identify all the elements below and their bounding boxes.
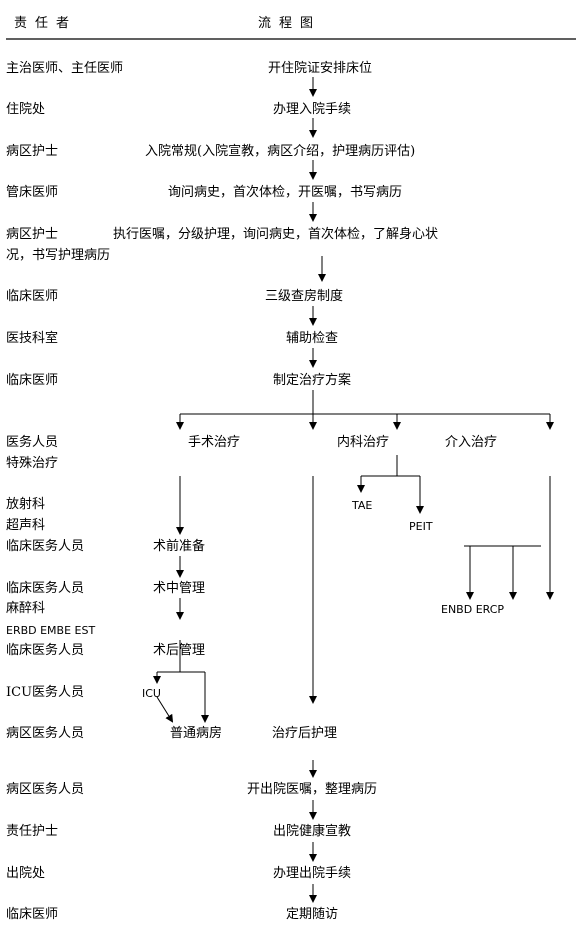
icu-to-ward xyxy=(156,696,174,723)
step-post-op: 术后管理 xyxy=(153,643,206,658)
step-auxiliary-exam: 辅助检查 xyxy=(285,331,339,346)
role-clinical-staff-2: 临床医务人员 xyxy=(6,581,85,596)
role-ward-staff: 病区医务人员 xyxy=(6,726,85,741)
role-special-treatment: 特殊治疗 xyxy=(6,456,59,471)
role-bed-physician: 管床医师 xyxy=(6,185,59,200)
role-responsible-nurse: 责任护士 xyxy=(6,824,59,839)
role-clinical-physician-2: 临床医师 xyxy=(6,373,59,388)
node-general-ward: 普通病房 xyxy=(170,726,223,741)
role-medical-staff: 医务人员 xyxy=(6,435,59,450)
step-nursing-line2: 况，书写护理病历 xyxy=(6,248,111,263)
role-discharge-office: 出院处 xyxy=(6,866,46,881)
step-admission-routine: 入院常规(入院宣教，病区介绍，护理病历评估) xyxy=(145,144,416,159)
role-clinical-staff-3: 临床医务人员 xyxy=(6,643,85,658)
step-admission-card: 开住院证安排床位 xyxy=(267,61,373,76)
step-post-treatment-care: 治疗后护理 xyxy=(272,726,338,741)
role-anesthesia: 麻醉科 xyxy=(6,601,46,616)
role-radiology: 放射科 xyxy=(6,497,46,512)
role-erbd-embe-est: ERBD EMBE EST xyxy=(6,624,96,637)
step-discharge-education: 出院健康宣教 xyxy=(272,824,352,839)
step-intra-op: 术中管理 xyxy=(153,581,206,596)
step-discharge-procedure: 办理出院手续 xyxy=(272,866,352,881)
role-ward-staff-2: 病区医务人员 xyxy=(6,782,85,797)
step-discharge-orders: 开出院医嘱，整理病历 xyxy=(246,782,378,797)
step-nursing-line1: 执行医嘱，分级护理，询问病史，首次体检，了解身心状 xyxy=(113,227,439,242)
role-attending-chief: 主治医师、主任医师 xyxy=(6,61,124,76)
node-icu: ICU xyxy=(142,687,161,700)
step-admission-procedure: 办理入院手续 xyxy=(272,102,352,117)
step-followup: 定期随访 xyxy=(285,907,339,922)
role-admissions-office: 住院处 xyxy=(6,102,46,117)
role-clinical-physician-3: 临床医师 xyxy=(6,907,59,922)
role-icu-staff: ICU医务人员 xyxy=(6,685,85,700)
role-clinical-physician: 临床医师 xyxy=(6,289,59,304)
role-ward-nurse: 病区护士 xyxy=(6,144,59,159)
step-ward-rounds: 三级查房制度 xyxy=(264,289,344,304)
branch-surgery: 手术治疗 xyxy=(188,435,241,450)
role-ultrasound: 超声科 xyxy=(6,518,46,533)
node-tae: TAE xyxy=(352,499,373,512)
node-enbd-ercp: ENBD ERCP xyxy=(441,603,505,616)
step-treatment-plan: 制定治疗方案 xyxy=(272,373,352,388)
header-role-column: 责任者 xyxy=(14,16,78,31)
node-peit: PEIT xyxy=(409,520,433,533)
role-clinical-staff: 临床医务人员 xyxy=(6,539,85,554)
role-ward-nurse-2: 病区护士 xyxy=(6,227,59,242)
step-pre-op: 术前准备 xyxy=(153,539,206,554)
step-history-exam: 询问病史，首次体检，开医嘱，书写病历 xyxy=(168,185,403,200)
branch-internal-medicine: 内科治疗 xyxy=(337,435,390,450)
role-medical-tech: 医技科室 xyxy=(6,331,59,346)
branch-interventional: 介入治疗 xyxy=(445,435,498,450)
header-flow-column: 流程图 xyxy=(258,16,322,31)
